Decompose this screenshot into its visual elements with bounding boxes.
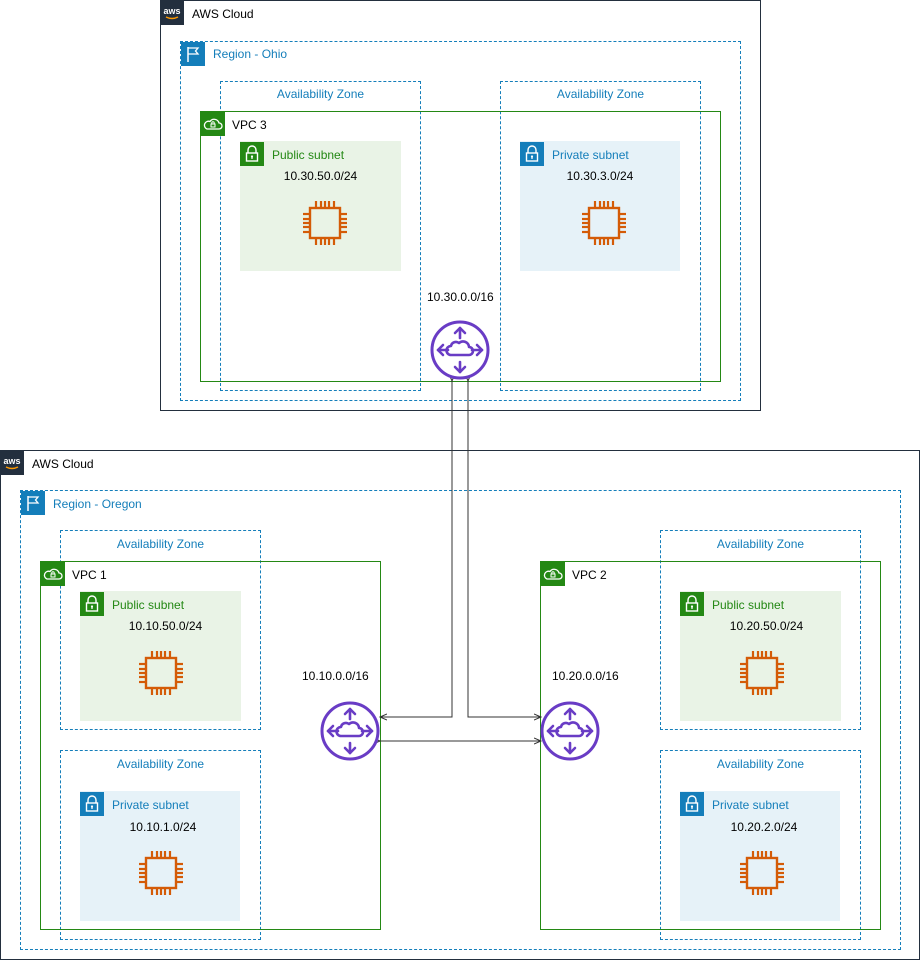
public-subnet-lock-icon bbox=[80, 592, 104, 616]
subnet-label: Private subnet bbox=[712, 798, 789, 812]
availability-zone bbox=[60, 530, 261, 730]
subnet-cidr: 10.10.50.0/24 bbox=[128, 619, 203, 633]
ec2-instance-icon bbox=[137, 849, 185, 897]
region-flag-icon bbox=[181, 42, 205, 66]
cloud-label: AWS Cloud bbox=[192, 7, 254, 21]
availability-zone-label: Availability Zone bbox=[276, 87, 365, 101]
public-subnet-lock-icon bbox=[240, 142, 264, 166]
private-subnet-lock-icon bbox=[80, 792, 104, 816]
availability-zone bbox=[60, 750, 261, 940]
region-oregon bbox=[20, 490, 901, 950]
region-flag-icon bbox=[21, 491, 45, 515]
vpc-1 bbox=[40, 561, 381, 930]
availability-zone-label: Availability Zone bbox=[116, 757, 205, 771]
ec2-instance-icon bbox=[738, 849, 786, 897]
subnet-cidr: 10.20.50.0/24 bbox=[729, 619, 804, 633]
vpc-cidr: 10.10.0.0/16 bbox=[302, 669, 369, 683]
ec2-instance-icon bbox=[580, 199, 628, 247]
vpc-router-icon bbox=[540, 701, 600, 761]
aws-logo-icon: aws bbox=[160, 1, 184, 25]
subnet-cidr: 10.10.1.0/24 bbox=[129, 820, 197, 834]
vpc-icon bbox=[541, 562, 565, 586]
availability-zone bbox=[660, 530, 861, 730]
public-subnet bbox=[680, 591, 841, 721]
availability-zone bbox=[500, 81, 701, 391]
availability-zone-label: Availability Zone bbox=[716, 757, 805, 771]
vpc-label: VPC 3 bbox=[232, 118, 267, 132]
vpc-cidr: 10.30.0.0/16 bbox=[427, 290, 494, 304]
vpc-cidr: 10.20.0.0/16 bbox=[552, 669, 619, 683]
subnet-label: Public subnet bbox=[712, 598, 785, 612]
subnet-cidr: 10.30.50.0/24 bbox=[283, 169, 358, 183]
subnet-label: Private subnet bbox=[552, 148, 629, 162]
subnet-cidr: 10.20.2.0/24 bbox=[730, 820, 798, 834]
vpc-router-icon bbox=[430, 320, 490, 380]
aws-cloud-oregon bbox=[0, 450, 920, 960]
vpc-label: VPC 2 bbox=[572, 568, 607, 582]
public-subnet-lock-icon bbox=[680, 592, 704, 616]
subnet-cidr: 10.30.3.0/24 bbox=[566, 169, 634, 183]
availability-zone bbox=[220, 81, 421, 391]
aws-logo-icon: aws bbox=[0, 451, 24, 475]
ec2-instance-icon bbox=[301, 199, 349, 247]
private-subnet-lock-icon bbox=[680, 792, 704, 816]
region-ohio bbox=[180, 41, 741, 401]
vpc-router-icon bbox=[320, 701, 380, 761]
availability-zone bbox=[660, 750, 861, 940]
aws-cloud-ohio bbox=[160, 0, 761, 411]
region-label: Region - Oregon bbox=[53, 497, 142, 511]
vpc-label: VPC 1 bbox=[72, 568, 107, 582]
availability-zone-label: Availability Zone bbox=[116, 537, 205, 551]
region-label: Region - Ohio bbox=[213, 47, 288, 61]
ec2-instance-icon bbox=[137, 649, 185, 697]
vpc-icon bbox=[201, 112, 225, 136]
availability-zone-label: Availability Zone bbox=[716, 537, 805, 551]
subnet-label: Public subnet bbox=[272, 148, 345, 162]
private-subnet-lock-icon bbox=[520, 142, 544, 166]
vpc-3 bbox=[200, 111, 721, 382]
ec2-instance-icon bbox=[738, 649, 786, 697]
vpc-icon bbox=[41, 562, 65, 586]
cloud-label: AWS Cloud bbox=[32, 457, 94, 471]
subnet-label: Private subnet bbox=[112, 798, 189, 812]
availability-zone-label: Availability Zone bbox=[556, 87, 645, 101]
subnet-label: Public subnet bbox=[112, 598, 185, 612]
private-subnet bbox=[680, 791, 840, 921]
vpc-2 bbox=[540, 561, 881, 930]
